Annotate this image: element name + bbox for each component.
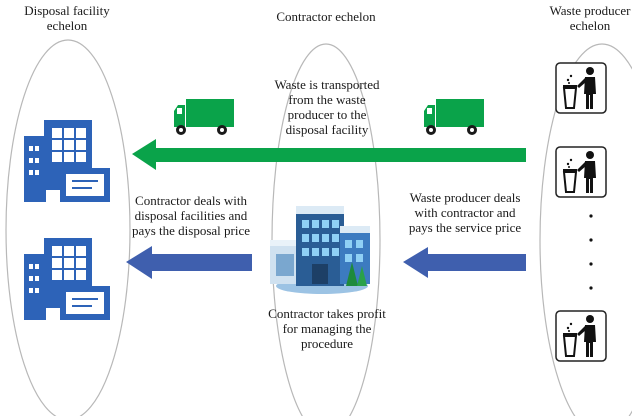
waste-transport-arrow bbox=[132, 139, 526, 170]
producer-echelon-ellipse bbox=[539, 43, 632, 416]
person-trash-bin-icon bbox=[555, 146, 607, 198]
transport-label: Waste is transported from the waste prod… bbox=[274, 77, 380, 137]
contractor-deals-label: Contractor deals with disposal facilitie… bbox=[131, 193, 251, 238]
contractor-profit-label: Contractor takes profit for managing the… bbox=[268, 306, 386, 351]
producer-echelon-header: Waste producer echelon bbox=[549, 3, 631, 33]
truck-icon bbox=[424, 99, 484, 135]
truck-icon bbox=[174, 99, 234, 135]
person-trash-bin-icon bbox=[555, 310, 607, 362]
service-payment-arrow bbox=[403, 247, 526, 278]
more-producers-dots bbox=[589, 214, 593, 290]
factory-icon bbox=[23, 119, 111, 203]
person-trash-bin-icon bbox=[555, 62, 607, 114]
disposal-payment-arrow bbox=[126, 246, 252, 279]
disposal-echelon-header: Disposal facility echelon bbox=[24, 3, 110, 33]
factory-icon bbox=[23, 237, 111, 321]
contractor-echelon-header: Contractor echelon bbox=[276, 9, 376, 24]
office-building-icon bbox=[270, 206, 370, 294]
producer-deals-label: Waste producer deals with contractor and… bbox=[408, 190, 522, 235]
disposal-echelon-ellipse bbox=[5, 39, 131, 416]
